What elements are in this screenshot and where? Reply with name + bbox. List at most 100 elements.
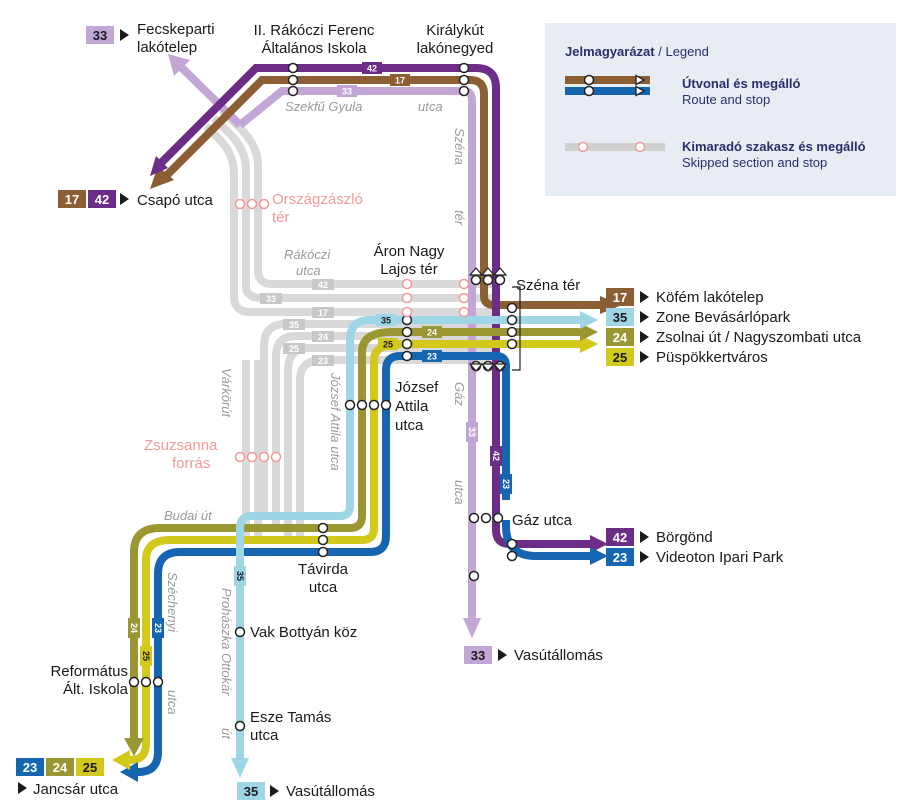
stop-rakoczi-school: II. Rákóczi Ferenc <box>254 22 375 39</box>
stop-bracket <box>512 286 521 371</box>
stop-reformatus: Református <box>50 663 128 680</box>
svg-text:Jancsár utca: Jancsár utca <box>33 781 119 798</box>
route-42-arrow <box>150 156 168 176</box>
svg-text:23: 23 <box>318 356 328 366</box>
svg-text:Püspökkertváros: Püspökkertváros <box>656 349 768 366</box>
legend-stop-icon <box>583 74 595 86</box>
skipped-stop-markers <box>234 198 470 463</box>
legend-skipped-label-en: Skipped section and stop <box>682 155 827 170</box>
legend-stop-icon <box>583 85 595 97</box>
stop-aron-nagy: Lajos tér <box>380 261 438 278</box>
legend-skipped-label: Kimaradó szakasz és megálló <box>682 139 866 154</box>
dest-35-bottom: 35 Vasútállomás <box>237 782 375 800</box>
svg-text:25: 25 <box>141 651 151 661</box>
route-35-arrow <box>231 758 249 778</box>
svg-text:17: 17 <box>613 290 627 305</box>
svg-text:42: 42 <box>95 192 109 207</box>
legend-box: Jelmagyarázat / Legend Útvonal és megáll… <box>545 23 896 196</box>
svg-text:42: 42 <box>318 280 328 290</box>
svg-text:25: 25 <box>289 344 299 354</box>
dest-33-top: 33 Fecskeparti lakótelep <box>86 21 215 56</box>
svg-text:Fecskeparti: Fecskeparti <box>137 21 215 38</box>
stop-orszagzaszlo: Országzászló <box>272 191 363 208</box>
street-szechenyi: utca <box>165 690 180 715</box>
svg-text:33: 33 <box>93 28 107 43</box>
street-jozsef-attila: József Attila utca <box>328 372 343 471</box>
one-way-stop-icons <box>468 363 508 372</box>
svg-text:24: 24 <box>53 760 68 775</box>
street-szena: Széna <box>452 128 467 165</box>
dest-35-right: 35 Zone Bevásárlópark <box>606 308 791 326</box>
svg-text:42: 42 <box>491 451 501 461</box>
legend-skipped-stop-icon <box>577 141 589 153</box>
stop-tavirda: utca <box>309 579 338 596</box>
dest-jancsar: 23 24 25 Jancsár utca <box>16 758 119 798</box>
svg-text:35: 35 <box>381 316 391 326</box>
route-23-arrow <box>120 762 138 782</box>
route-25-line <box>129 340 580 764</box>
svg-text:24: 24 <box>129 623 139 633</box>
route-33-arrow <box>168 54 190 76</box>
svg-text:Börgönd: Börgönd <box>656 529 713 546</box>
street-szena: tér <box>452 210 467 226</box>
svg-text:17: 17 <box>65 192 79 207</box>
one-way-stop-icons <box>468 267 508 276</box>
route-35-line <box>236 316 580 760</box>
route-35-arrow <box>580 311 598 329</box>
street-budai: Budai út <box>164 508 213 523</box>
stop-esze-tamas: Esze Tamás <box>250 709 331 726</box>
route-25-arrow <box>112 750 130 770</box>
svg-text:24: 24 <box>613 330 628 345</box>
svg-text:Zone Bevásárlópark: Zone Bevásárlópark <box>656 309 791 326</box>
stop-kiralykut: lakónegyed <box>417 40 494 57</box>
svg-text:42: 42 <box>613 530 627 545</box>
svg-text:Köfém lakótelep: Köfém lakótelep <box>656 289 764 306</box>
route-17-line <box>163 76 600 309</box>
svg-text:25: 25 <box>613 350 627 365</box>
legend-one-way-stop-icon <box>635 85 646 97</box>
dest-42-right: 42 Börgönd <box>606 528 713 546</box>
legend-title: Jelmagyarázat / Legend <box>565 44 709 59</box>
svg-text:25: 25 <box>83 760 97 775</box>
route-24-line <box>130 328 580 740</box>
route-24-arrow <box>580 323 598 341</box>
dest-17-right: 17 Köfém lakótelep <box>606 288 764 306</box>
street-gaz: utca <box>452 480 467 505</box>
legend-route-label-en: Route and stop <box>682 92 770 107</box>
legend-skipped-stop-icon <box>634 141 646 153</box>
route-24-arrow <box>124 738 144 756</box>
svg-text:24: 24 <box>427 328 437 338</box>
svg-text:17: 17 <box>395 76 405 86</box>
svg-text:23: 23 <box>153 623 163 633</box>
stop-esze-tamas: utca <box>250 727 279 744</box>
svg-text:23: 23 <box>613 550 627 565</box>
dest-24-right: 24 Zsolnai út / Nagyszombati utca <box>606 328 862 346</box>
street-szekfu: utca <box>418 99 443 114</box>
svg-text:33: 33 <box>266 294 276 304</box>
legend-one-way-stop-icon <box>635 74 646 86</box>
svg-text:23: 23 <box>23 760 37 775</box>
svg-text:35: 35 <box>244 784 258 799</box>
street-prohaszka: Prohászka Ottokár <box>219 588 234 696</box>
dest-33-bottom: 33 Vasútállomás <box>464 646 603 664</box>
skipped-route-numbers: 42 33 17 35 24 25 23 <box>260 279 334 366</box>
stop-zsuzsanna: Zsuzsanna <box>144 437 218 454</box>
route-42-line <box>155 64 600 548</box>
stop-aron-nagy: Áron Nagy <box>374 243 445 260</box>
street-rakoczi: Rákóczi <box>284 247 331 262</box>
svg-text:23: 23 <box>501 479 511 489</box>
street-rakoczi: utca <box>296 263 321 278</box>
legend-background <box>545 23 896 196</box>
svg-text:25: 25 <box>383 340 393 350</box>
line-route-numbers: 42 17 33 35 24 25 23 33 42 23 24 25 23 3… <box>128 62 512 666</box>
svg-text:Videoton Ipari Park: Videoton Ipari Park <box>656 549 784 566</box>
svg-text:33: 33 <box>471 648 485 663</box>
svg-text:35: 35 <box>613 310 627 325</box>
street-szechenyi: Széchenyi <box>165 572 180 633</box>
stop-jozsef-attila: utca <box>395 417 424 434</box>
svg-text:lakótelep: lakótelep <box>137 39 197 56</box>
stop-szena-ter: Széna tér <box>516 277 580 294</box>
street-szekfu: Szekfű Gyula <box>285 99 362 114</box>
route-42-arrow <box>590 535 608 553</box>
route-23-line <box>137 352 510 776</box>
